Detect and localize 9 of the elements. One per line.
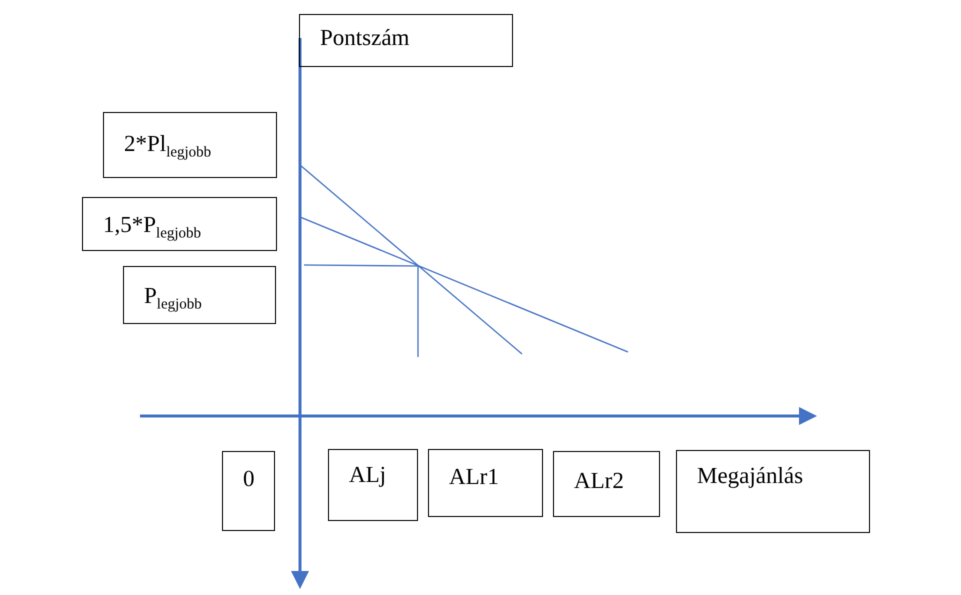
label-box: 0 [222,451,275,531]
label-box: Pontszám [299,14,513,67]
label-box: 1,5*P$_{legjobb}$ [82,197,277,251]
label-box: ALr1 [428,449,543,517]
label-box: P$_{legjobb}$ [123,266,276,324]
label-box: ALj [328,449,418,521]
label-box: Megajánlás [676,450,870,533]
label-box: 2*Pl$_{legjobb}$ [103,112,277,178]
label-box: ALr2 [553,451,660,517]
